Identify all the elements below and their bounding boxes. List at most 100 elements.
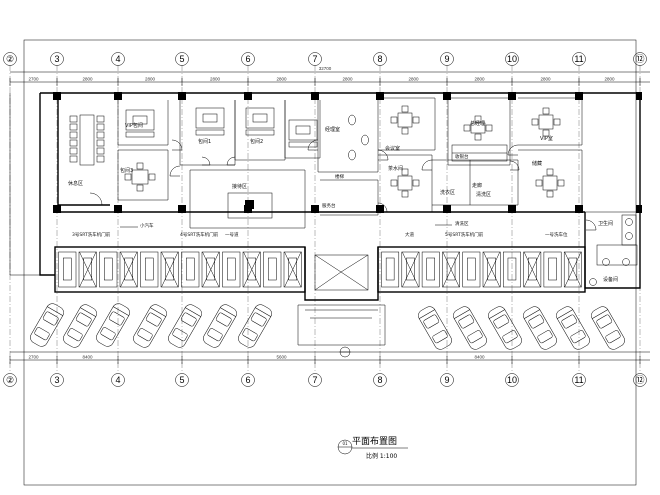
lane-label-left-1: 3号SRT洗车机门前 — [72, 231, 111, 238]
wash-bay — [482, 251, 501, 288]
axis-bubble-8: 9 — [440, 373, 454, 387]
wash-bay — [263, 251, 282, 288]
room-label-priv2: 包间2 — [250, 138, 263, 145]
axis-bubble-7: 8 — [373, 52, 387, 66]
column — [508, 205, 516, 213]
lane-label-right-3: 清洗区 — [455, 220, 469, 227]
column — [114, 92, 122, 100]
room-label-vip1: VIP包间 — [125, 122, 143, 129]
wash-bay — [119, 251, 138, 288]
axis-label: 7 — [312, 375, 317, 385]
column — [508, 92, 516, 100]
lane-label-right-2: 5号SRT洗车机门前 — [445, 231, 484, 238]
axis-label: 4 — [115, 375, 120, 385]
parked-car — [523, 306, 557, 350]
wash-bay — [140, 251, 159, 288]
parked-car — [591, 306, 625, 350]
parked-car — [488, 306, 522, 350]
dimension-value: 8400 — [474, 355, 485, 360]
table-set — [390, 168, 420, 198]
room-label-wash1: 洗衣区 — [440, 189, 455, 196]
lane-label-left-4: 一号道 — [225, 231, 239, 238]
table-set — [390, 105, 420, 135]
axis-label: 9 — [444, 54, 449, 64]
door-swing — [169, 165, 181, 177]
long-table — [69, 114, 105, 166]
door-swing — [377, 149, 389, 161]
wash-bay — [442, 251, 460, 288]
room-label-wash2: 清洗区 — [476, 191, 491, 198]
axis-bubble-6: 7 — [308, 52, 322, 66]
parked-car — [453, 306, 487, 350]
door-swing — [307, 139, 319, 151]
axis-label: 11 — [574, 375, 583, 385]
table-set — [531, 107, 561, 137]
column — [244, 92, 252, 100]
table-set — [463, 115, 493, 141]
axis-bubble-2: 3 — [50, 373, 64, 387]
axis-bubble-5: 6 — [241, 373, 255, 387]
wash-bay — [543, 251, 562, 288]
axis-bubble-11: ⑫ — [633, 373, 647, 387]
sofa-set — [288, 119, 318, 148]
lane-label-left-2: 小汽车 — [140, 222, 154, 229]
room-label-service: 服务台 — [322, 202, 336, 209]
sheet-frame — [23, 39, 637, 486]
column — [53, 205, 61, 213]
drawing-title: 平面布置图 — [352, 435, 397, 447]
column — [575, 205, 583, 213]
column — [178, 205, 186, 213]
axis-label: 3 — [54, 375, 59, 385]
room-label-manager: 总经理 — [470, 120, 485, 127]
door-swing — [509, 160, 520, 171]
dimension-value: 2800 — [145, 77, 156, 82]
title-marker: 01 — [342, 441, 348, 446]
lane-label-right-4: 一号洗车位 — [545, 231, 568, 238]
dimension-value: 2800 — [342, 77, 353, 82]
room-label-equip: 设备间 — [603, 276, 618, 283]
door-swing — [585, 219, 597, 231]
room-labels: VIP包间 包间1 包间2 经理室 接待区 休息区 包间3 服务台 楼梯 会议室… — [68, 120, 618, 283]
parking-cars — [30, 303, 625, 350]
main-entrance — [297, 247, 386, 358]
room-label-priv3: 包间3 — [120, 167, 133, 174]
dimension-value: 5600 — [276, 355, 287, 360]
door-swing — [507, 144, 519, 156]
axis-bubble-2: 3 — [50, 52, 64, 66]
axis-bubble-3: 4 — [111, 373, 125, 387]
axis-label: ⑫ — [635, 54, 644, 64]
dimension-lines-top: 32700 — [10, 66, 650, 83]
wash-bay — [201, 251, 220, 288]
wash-bay — [99, 251, 118, 288]
wash-bay — [283, 251, 302, 288]
axis-bubble-9: 10 — [505, 373, 519, 387]
room-partitions — [57, 97, 641, 288]
wash-bay — [181, 251, 200, 288]
axis-label: 4 — [115, 54, 120, 64]
wash-bay — [222, 251, 241, 288]
axis-bubble-11: ⑫ — [633, 52, 647, 66]
table-set — [535, 168, 565, 198]
axis-label: ② — [6, 54, 14, 64]
axis-bubble-10: 11 — [572, 373, 586, 387]
axis-bubble-10: 11 — [572, 52, 586, 66]
room-label-vip2: VIP室 — [540, 135, 553, 142]
column — [376, 92, 384, 100]
axis-bubble-9: 10 — [505, 52, 519, 66]
column — [114, 205, 122, 213]
wash-bay — [401, 251, 420, 288]
axis-bubble-8: 9 — [440, 52, 454, 66]
dimension-value: 2800 — [474, 77, 485, 82]
wash-bay — [523, 251, 542, 288]
dimension-value: 2800 — [82, 77, 93, 82]
axis-label: 3 — [54, 54, 59, 64]
room-label-stair: 楼梯 — [335, 173, 344, 180]
dimension-value: 2800 — [540, 77, 551, 82]
dimension-value: 2800 — [408, 77, 419, 82]
room-label-tea: 茶水间 — [388, 165, 403, 172]
column — [178, 92, 186, 100]
sofa-set — [125, 109, 155, 138]
axis-bubble-4: 5 — [175, 373, 189, 387]
